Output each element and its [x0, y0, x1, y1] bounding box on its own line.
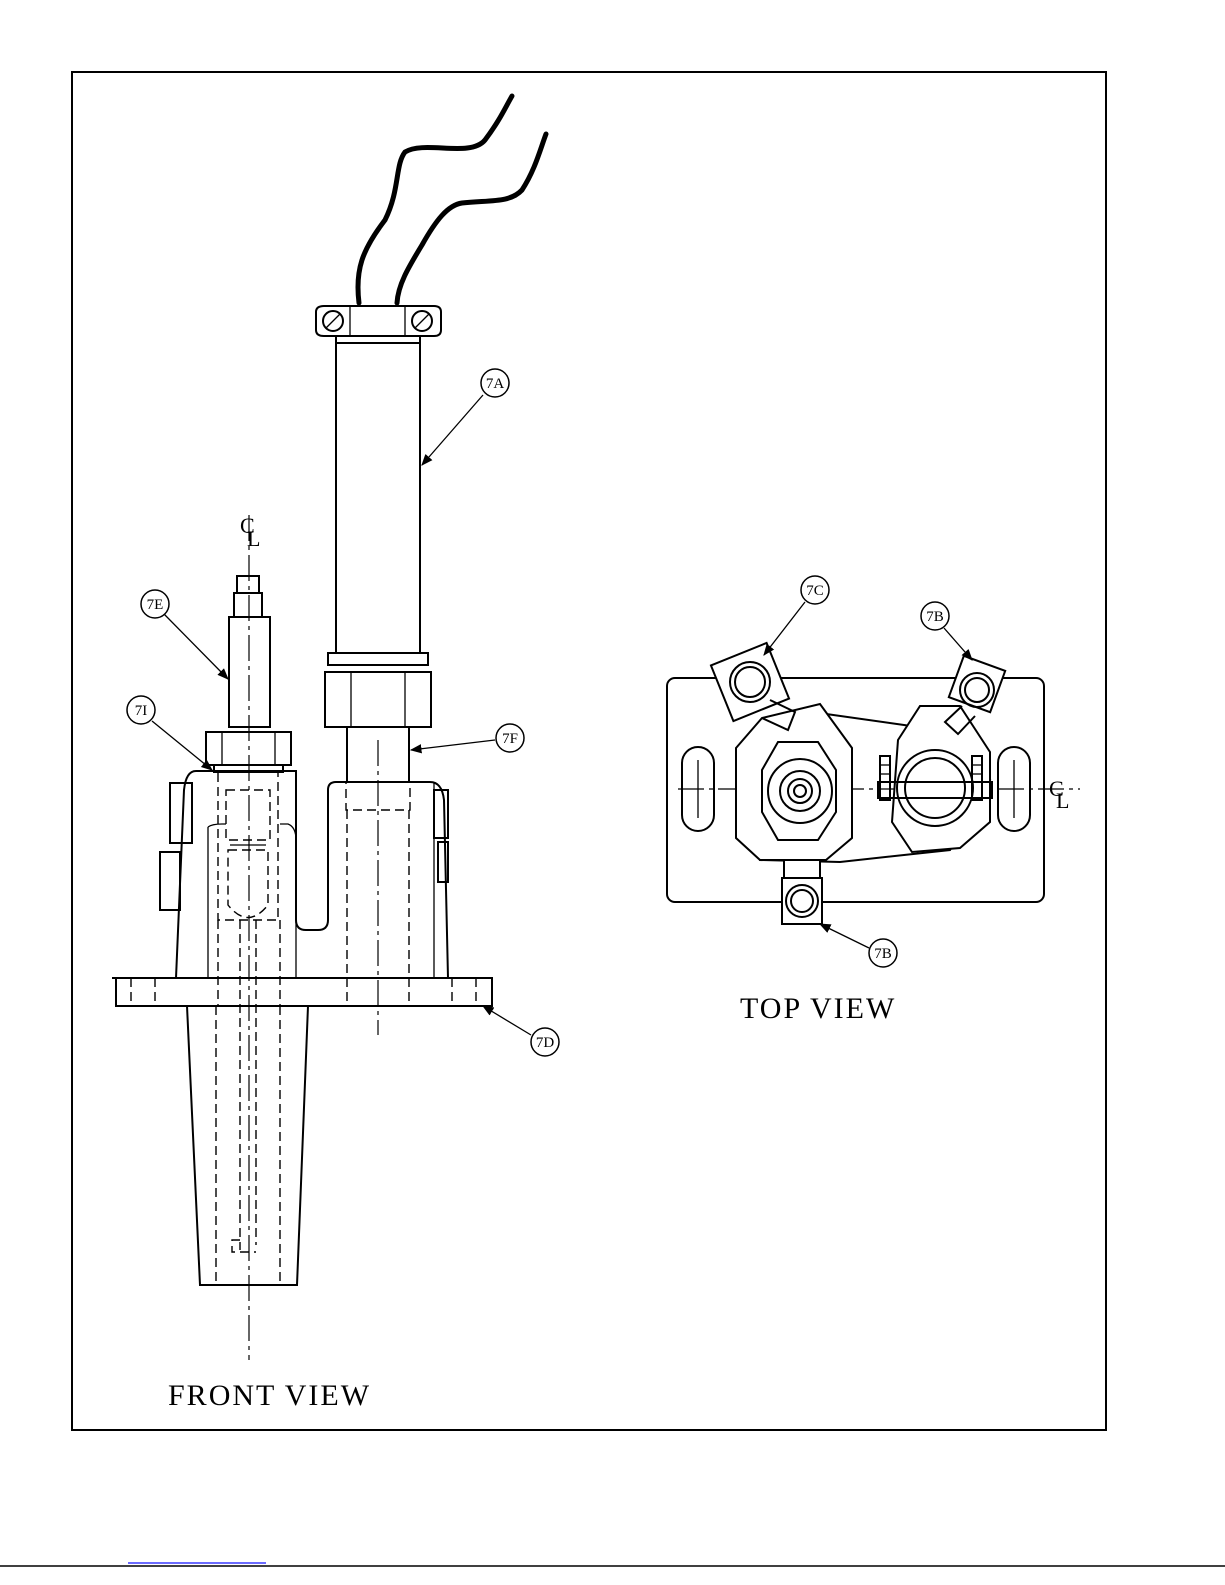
svg-text:7C: 7C — [806, 583, 824, 599]
top-view-title: TOP VIEW — [740, 992, 896, 1025]
callout-7D: 7D — [483, 1006, 559, 1056]
centerline-symbol-front: C L — [240, 513, 260, 551]
svg-text:7D: 7D — [536, 1035, 555, 1051]
cable-clamp — [316, 306, 441, 336]
front-view — [112, 96, 546, 1360]
wire-right — [397, 134, 546, 303]
valve-body — [160, 771, 448, 978]
svg-text:7B: 7B — [874, 946, 892, 962]
callout-7B-lower: 7B — [820, 924, 897, 967]
callout-7A: 7A — [422, 369, 509, 465]
fitting-7B-lower — [782, 860, 822, 924]
port-right — [878, 706, 992, 852]
front-view-title: FRONT VIEW — [168, 1379, 371, 1412]
callout-7F: 7F — [411, 724, 524, 752]
callout-7I: 7I — [127, 696, 212, 770]
svg-text:7B: 7B — [926, 609, 944, 625]
callout-7C: 7C — [764, 576, 829, 655]
svg-text:7A: 7A — [486, 376, 505, 392]
svg-text:7I: 7I — [135, 703, 148, 719]
flange — [112, 978, 492, 1006]
svg-text:7E: 7E — [147, 597, 164, 613]
svg-text:7F: 7F — [502, 731, 518, 747]
svg-text:L: L — [1056, 788, 1069, 813]
callout-7B-upper: 7B — [921, 602, 972, 660]
callout-7E: 7E — [141, 590, 228, 679]
solenoid-body — [325, 336, 431, 727]
top-view — [667, 643, 1080, 924]
port-left — [736, 704, 852, 860]
centerline-symbol-top: C L — [1049, 776, 1069, 813]
svg-text:L: L — [247, 526, 260, 551]
